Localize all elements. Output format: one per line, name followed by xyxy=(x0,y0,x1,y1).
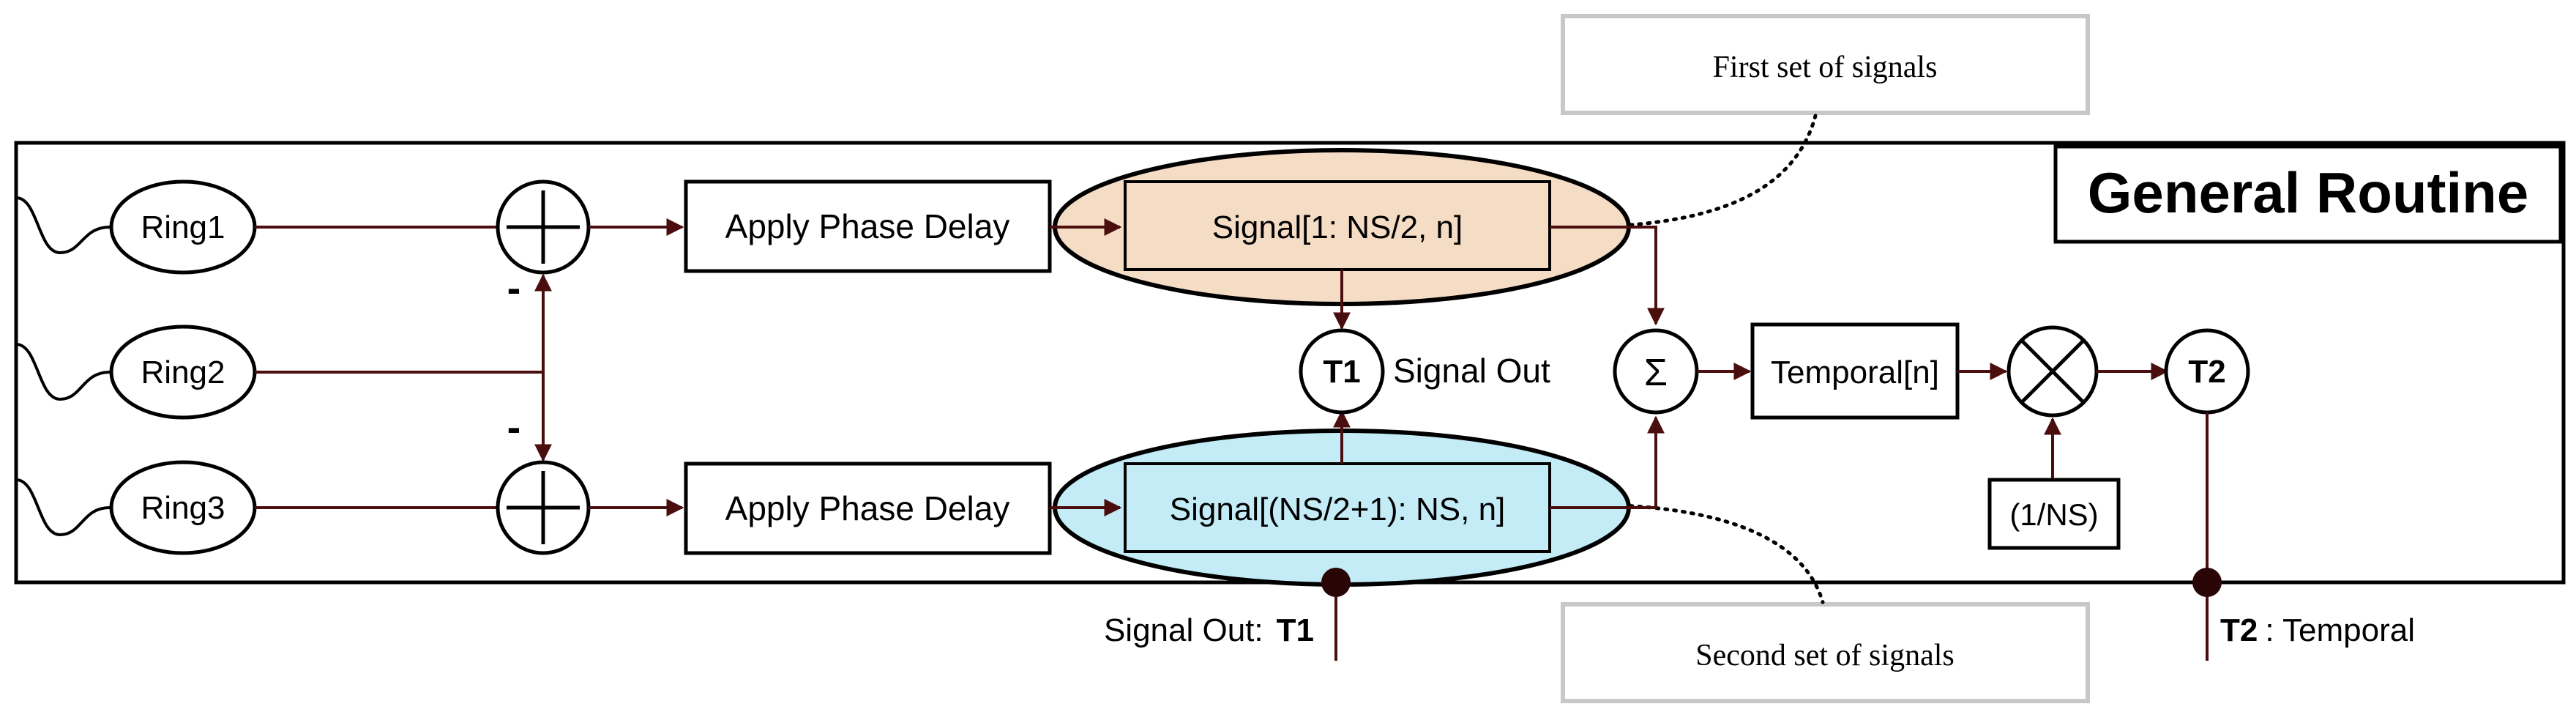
temporal-box-label: Temporal[n] xyxy=(1771,355,1939,390)
sum-node: Σ xyxy=(1613,328,1699,415)
phase-delay-top-label: Apply Phase Delay xyxy=(725,207,1010,245)
signal-bottom-label: Signal[(NS/2+1): NS, n] xyxy=(1170,492,1506,527)
ring2-label: Ring2 xyxy=(141,355,225,390)
phase-delay-top: Apply Phase Delay xyxy=(684,179,1052,273)
t1-node: T1 xyxy=(1299,328,1385,415)
temporal-box: Temporal[n] xyxy=(1750,322,1960,420)
footer-t1-bold: T1 xyxy=(1277,612,1314,648)
footer-t2-label: T2: Temporal xyxy=(2220,612,2415,648)
minus-sign-top: - xyxy=(507,264,521,311)
ring1-label: Ring1 xyxy=(141,210,225,245)
signal-top-label: Signal[1: NS/2, n] xyxy=(1212,210,1463,245)
callout-first-leader xyxy=(1619,114,1818,228)
ring2-wave xyxy=(15,343,111,401)
footer-t2-bold: T2 xyxy=(2220,612,2258,648)
ring1-wave xyxy=(15,196,111,255)
sum-symbol: Σ xyxy=(1644,352,1668,394)
signal-top-to-sum xyxy=(1550,226,1665,326)
t2-label: T2 xyxy=(2188,354,2225,390)
minus-sign-bottom: - xyxy=(507,404,521,450)
t1-label: T1 xyxy=(1323,354,1360,390)
callout-first-text: First set of signals xyxy=(1713,51,1938,84)
footer-temporal-text: : Temporal xyxy=(2265,612,2415,648)
multiplier-node xyxy=(2006,325,2099,418)
callout-second-leader xyxy=(1619,503,1825,604)
ring1-node: Ring1 xyxy=(109,179,257,275)
ring3-label: Ring3 xyxy=(141,490,225,526)
signal-bottom-group: Signal[(NS/2+1): NS, n] xyxy=(1050,429,1631,587)
ring3-wave xyxy=(15,478,111,537)
footer-signal-out-text: Signal Out: xyxy=(1104,612,1263,648)
callout-second-set: Second set of signals xyxy=(1561,602,2090,703)
callout-first-set: First set of signals xyxy=(1561,14,2090,115)
ring3-node: Ring3 xyxy=(109,460,257,555)
signal-out-text: Signal Out xyxy=(1393,352,1550,390)
phase-delay-bottom-label: Apply Phase Delay xyxy=(725,489,1010,527)
normalizer-box: (1/NS) xyxy=(1987,478,2121,550)
ring2-node: Ring2 xyxy=(109,325,257,420)
t2-output-port xyxy=(2192,568,2222,597)
normalizer-label: (1/NS) xyxy=(2009,497,2098,532)
t2-node: T2 xyxy=(2164,328,2250,415)
callout-second-text: Second set of signals xyxy=(1695,639,1954,672)
title-text: General Routine xyxy=(2088,160,2528,225)
title-box: General Routine xyxy=(2053,144,2563,244)
signal-bottom-to-sum xyxy=(1550,415,1665,509)
adder-bottom xyxy=(496,460,591,555)
footer-t1-label: Signal Out: T1 xyxy=(1104,612,1314,648)
adder-top xyxy=(496,179,591,275)
phase-delay-bottom: Apply Phase Delay xyxy=(684,461,1052,555)
signal-top-group: Signal[1: NS/2, n] xyxy=(1050,148,1631,306)
t1-output-port xyxy=(1321,568,1351,597)
